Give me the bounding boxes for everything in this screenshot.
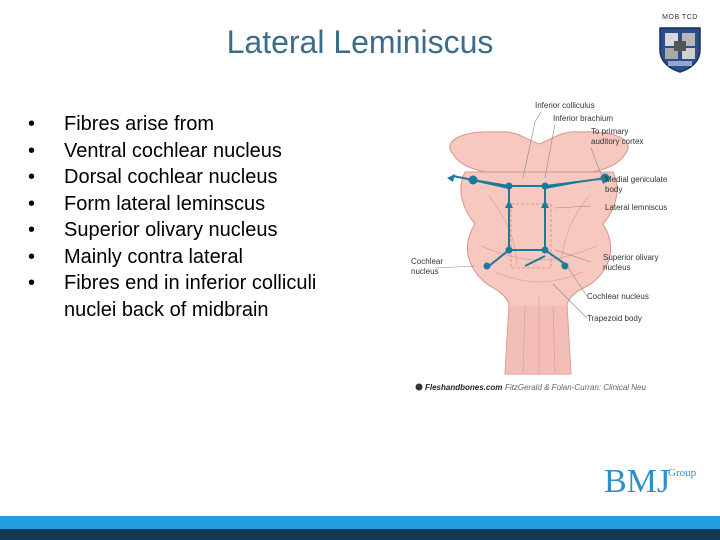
bullet-dot: • (28, 166, 36, 188)
bullet-item: • Ventral cochlear nucleus (28, 138, 408, 165)
bullet-item: • Mainly contra lateral (28, 244, 408, 271)
label-cochlear-nucleus: Cochlear nucleus (587, 292, 649, 301)
label-inferior-colliculus: Inferior colliculus (535, 101, 595, 110)
slide-title: Lateral Leminiscus (226, 24, 494, 60)
label-cochlear: Cochlear (411, 257, 443, 266)
label-trapezoid-body: Trapezoid body (587, 314, 642, 323)
university-crest-icon (659, 27, 701, 73)
bullet-continuation: nuclei back of midbrain (64, 298, 269, 321)
medial-geniculate-dot (468, 175, 478, 185)
label-auditory-cortex: auditory cortex (591, 137, 643, 146)
auditory-pathway-diagram: Inferior colliculus Inferior brachium To… (411, 101, 668, 392)
label-nucleus: nucleus (603, 263, 631, 272)
bullet-item: • Form lateral leminscus (28, 191, 408, 218)
label-inferior-brachium: Inferior brachium (553, 114, 613, 123)
bullet-text: Dorsal cochlear nucleus (64, 166, 278, 188)
bullet-list: • Fibres arise from • Ventral cochlear nucl… (28, 111, 408, 323)
credit-site: Fleshandbones.com (425, 383, 502, 392)
label-to-primary: To primary (591, 127, 628, 136)
bullet-text: Ventral cochlear nucleus (64, 139, 282, 162)
label-medial-geniculate: Medial geniculate (605, 175, 668, 184)
cochlear-nucleus-dot (483, 262, 491, 270)
bmj-group-logo: BMJ Group (604, 463, 697, 500)
bullet-item: • Fibres arise from (28, 111, 408, 138)
bullet-dot: • (28, 245, 36, 268)
label-superior-olivary: Superior olivary (603, 253, 659, 262)
inferior-colliculus-dot (505, 182, 513, 190)
superior-olive-dot (505, 246, 513, 254)
bullet-dot: • (28, 113, 36, 135)
footer-bar-dark (0, 529, 720, 540)
crest-label: MOB TCD (662, 14, 698, 21)
credit-authors: FitzGerald & Folan-Curran: Clinical Neu (505, 383, 646, 392)
bullet-text: Fibres arise from (64, 113, 215, 135)
bullet-text: Superior olivary nucleus (64, 219, 278, 241)
bullet-item: • Dorsal cochlear nucleus (28, 164, 408, 191)
bullet-dot: • (28, 139, 36, 162)
bmj-logo-sub: Group (668, 467, 697, 479)
copyright-icon (415, 383, 423, 391)
bullet-dot: • (28, 272, 36, 294)
bullet-text: Form lateral leminscus (64, 192, 266, 215)
bmj-logo-main: BMJ (604, 463, 670, 500)
bullet-text: Fibres end in inferior colliculi (64, 272, 317, 294)
footer-bar-blue (0, 516, 720, 529)
bullet-item: • Superior olivary nucleus (28, 217, 408, 244)
label-lateral-lemniscus: Lateral lemniscus (605, 203, 667, 212)
label-body: body (605, 185, 622, 194)
bullet-dot: • (28, 219, 36, 241)
bullet-text: Mainly contra lateral (64, 245, 243, 268)
bullet-dot: • (28, 192, 36, 215)
label-nucleus-left: nucleus (411, 267, 439, 276)
bullet-item: • Fibres end in inferior colliculi (28, 270, 408, 297)
